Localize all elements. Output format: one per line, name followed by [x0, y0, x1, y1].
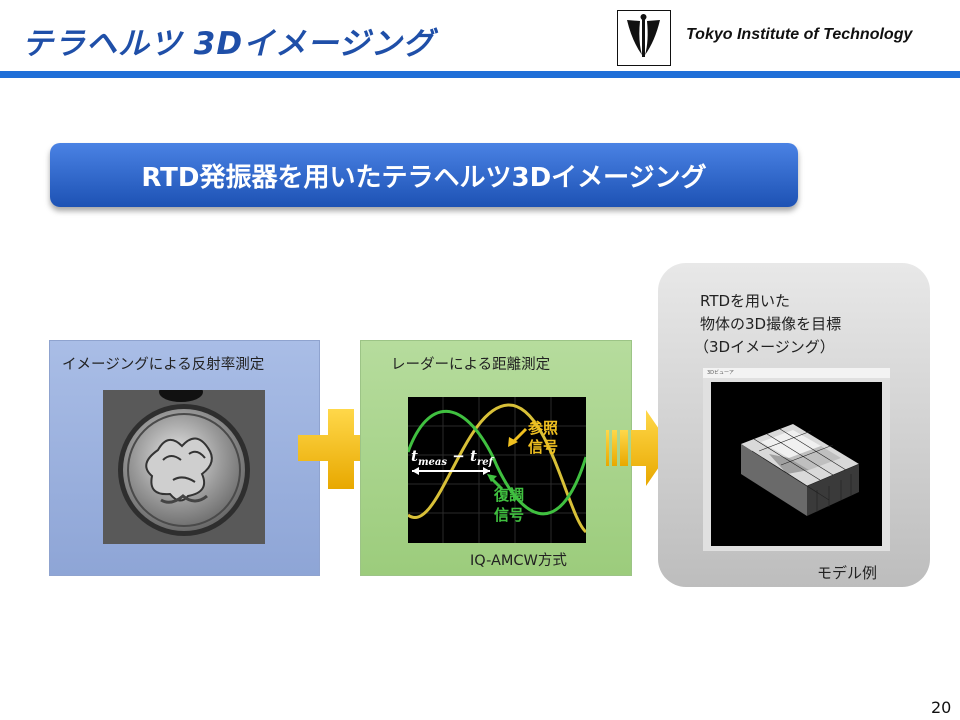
time-difference-label: tmeas − tref — [411, 447, 493, 468]
3d-model-render — [711, 382, 882, 546]
banner-text: RTD発振器を用いたテラヘルツ3Dイメージング — [141, 162, 707, 193]
t-ref-subscript: ref — [476, 457, 493, 468]
reference-signal-label: 参照 信号 — [528, 419, 558, 457]
t-meas-subscript: meas — [417, 457, 447, 468]
topic-banner: RTD発振器を用いたテラヘルツ3Dイメージング — [50, 143, 798, 207]
t-meas-symbol: t — [411, 447, 418, 465]
minus-sign: − — [447, 447, 471, 465]
result-line-3: （3Dイメージング） — [694, 338, 835, 356]
coin-image — [103, 390, 265, 544]
page-number: 20 — [931, 698, 952, 717]
result-line-2: 物体の3D撮像を目標 — [700, 315, 842, 333]
slide-title: テラヘルツ 3Dイメージング — [22, 26, 435, 62]
method-label: IQ-AMCW方式 — [470, 553, 567, 569]
header-divider — [0, 71, 960, 78]
university-logo — [617, 10, 671, 66]
result-line-1: RTDを用いた — [700, 292, 791, 310]
right-arrow-icon — [606, 408, 672, 492]
oscilloscope-image: tmeas − tref 参照 信号 復調 信号 — [408, 397, 586, 543]
plus-icon — [298, 409, 384, 493]
model-example-caption: モデル例 — [817, 564, 878, 582]
distance-label: レーダーによる距離測定 — [391, 357, 551, 373]
reflectance-label: イメージングによる反射率測定 — [62, 357, 265, 373]
t-ref-symbol: t — [470, 447, 477, 465]
reference-signal-line1: 参照 — [528, 419, 559, 437]
demodulated-signal-label: 復調 信号 — [494, 485, 524, 525]
demodulated-signal-line1: 復調 — [494, 486, 525, 504]
organization-name: Tokyo Institute of Technology — [686, 26, 913, 43]
model-viewer-window: 3Dビューア — [703, 368, 890, 551]
reference-signal-line2: 信号 — [528, 438, 559, 456]
viewer-title-bar: 3Dビューア — [703, 368, 890, 378]
demodulated-signal-line2: 信号 — [494, 506, 525, 524]
